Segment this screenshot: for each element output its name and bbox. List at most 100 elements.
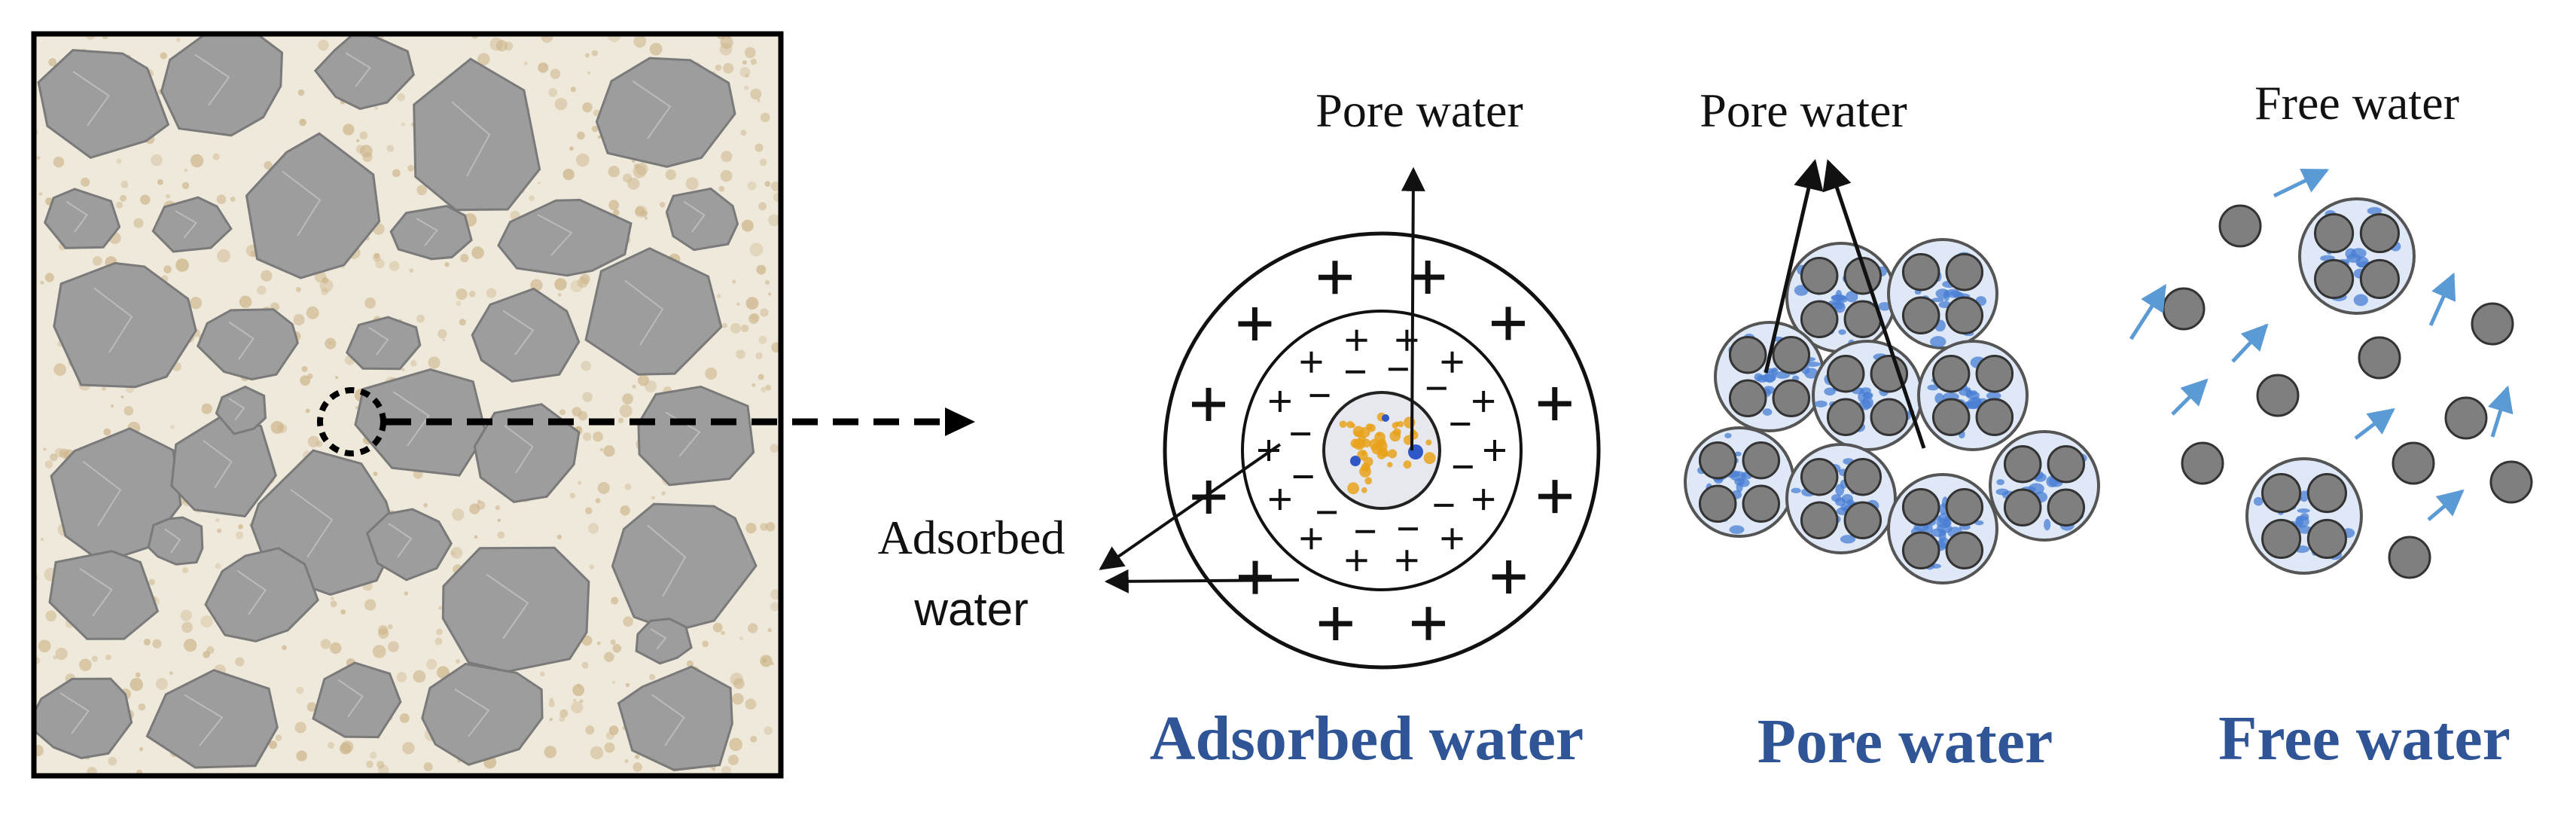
solid-particle — [1843, 501, 1882, 540]
sand-speck — [581, 635, 593, 646]
sand-speck — [335, 376, 339, 380]
sand-speck — [59, 448, 69, 459]
sand-speck — [215, 518, 220, 523]
sand-speck — [537, 181, 541, 185]
sand-speck — [299, 118, 307, 127]
sand-speck — [623, 616, 633, 627]
sand-speck — [712, 622, 723, 633]
sand-speck — [750, 735, 758, 743]
rock-facet — [388, 523, 413, 558]
sand-speck — [750, 88, 762, 100]
solid-particle — [2306, 473, 2347, 514]
particle-cluster — [1887, 238, 1998, 349]
sand-speck — [325, 337, 337, 349]
water-texture — [1835, 289, 1843, 301]
sand-speck — [562, 168, 575, 181]
sand-speck — [635, 754, 640, 759]
sand-speck — [554, 278, 567, 291]
sand-speck — [612, 643, 622, 653]
sand-speck — [36, 156, 41, 160]
water-texture — [1734, 451, 1742, 456]
flow-arrow-icon — [2273, 168, 2330, 198]
sand-speck — [702, 640, 709, 648]
solid-particle — [2261, 473, 2302, 514]
sand-speck — [727, 754, 739, 766]
sand-speck — [767, 627, 773, 633]
sand-speck — [120, 180, 129, 188]
solid-particle — [1843, 256, 1882, 295]
sand-speck — [282, 645, 287, 651]
sand-speck — [715, 64, 722, 72]
core-speck — [1361, 487, 1367, 493]
sand-speck — [624, 483, 632, 490]
sand-speck — [604, 652, 614, 663]
free-particles — [2162, 204, 2533, 579]
core-speck — [1388, 449, 1398, 459]
sand-speck — [160, 52, 167, 60]
sand-speck — [359, 131, 368, 140]
sand-speck — [436, 628, 443, 636]
sand-speck — [582, 392, 593, 402]
sand-speck — [295, 287, 301, 292]
concrete-section — [31, 31, 784, 779]
aggregate-rock — [160, 34, 284, 137]
core-speck — [1387, 462, 1393, 468]
sand-speck — [585, 507, 593, 514]
aggregate-rock — [48, 550, 160, 640]
sand-speck — [611, 680, 615, 684]
water-texture — [2297, 508, 2310, 514]
sand-speck — [611, 597, 619, 605]
sand-speck — [55, 647, 68, 661]
solid-particle — [1945, 296, 1984, 335]
sand-speck — [764, 726, 773, 735]
sand-speck — [685, 177, 699, 191]
sand-speck — [79, 658, 92, 671]
sand-speck — [633, 35, 647, 48]
aggregate-rock — [365, 508, 453, 581]
sand-speck — [584, 53, 590, 58]
free-particle — [2471, 302, 2514, 346]
rock-facet — [203, 440, 233, 489]
sand-speck — [399, 713, 410, 723]
sand-speck — [596, 641, 601, 646]
sand-speck — [768, 214, 781, 227]
sand-speck — [307, 435, 319, 447]
sand-speck — [40, 538, 44, 542]
sand-speck — [577, 131, 585, 140]
flow-arrow-icon — [2488, 385, 2514, 438]
sand-speck — [721, 630, 725, 636]
sand-speck — [331, 597, 334, 600]
solid-particle — [1931, 398, 1971, 437]
water-texture — [1930, 336, 1946, 348]
rock-facet — [79, 568, 113, 617]
sand-speck — [305, 408, 310, 414]
sand-speck — [758, 374, 764, 380]
water-texture — [1878, 301, 1892, 311]
sand-speck — [416, 314, 425, 323]
sand-speck — [270, 420, 284, 435]
rock-facet — [454, 688, 490, 737]
sand-speck — [152, 639, 162, 649]
rock-facet — [392, 391, 430, 447]
sand-speck — [559, 709, 569, 718]
sand-speck — [163, 265, 172, 273]
sand-speck — [549, 697, 554, 703]
sand-speck — [423, 762, 433, 772]
sand-speck — [139, 746, 144, 752]
sand-speck — [497, 531, 505, 539]
sand-speck — [402, 741, 415, 755]
sand-speck — [743, 85, 749, 90]
solid-particle — [1800, 300, 1839, 339]
sand-speck — [575, 153, 590, 167]
sand-speck — [217, 249, 230, 263]
aggregate-rock — [421, 662, 544, 766]
rock-facet — [194, 53, 230, 106]
sand-speck — [572, 407, 582, 417]
sand-speck — [200, 615, 213, 628]
adsorbed-label-line2: water — [913, 584, 1029, 636]
sand-speck — [554, 97, 568, 111]
sand-speck — [426, 658, 437, 670]
sand-speck — [322, 276, 329, 284]
sand-speck — [296, 686, 304, 694]
rock-facet — [175, 210, 198, 239]
